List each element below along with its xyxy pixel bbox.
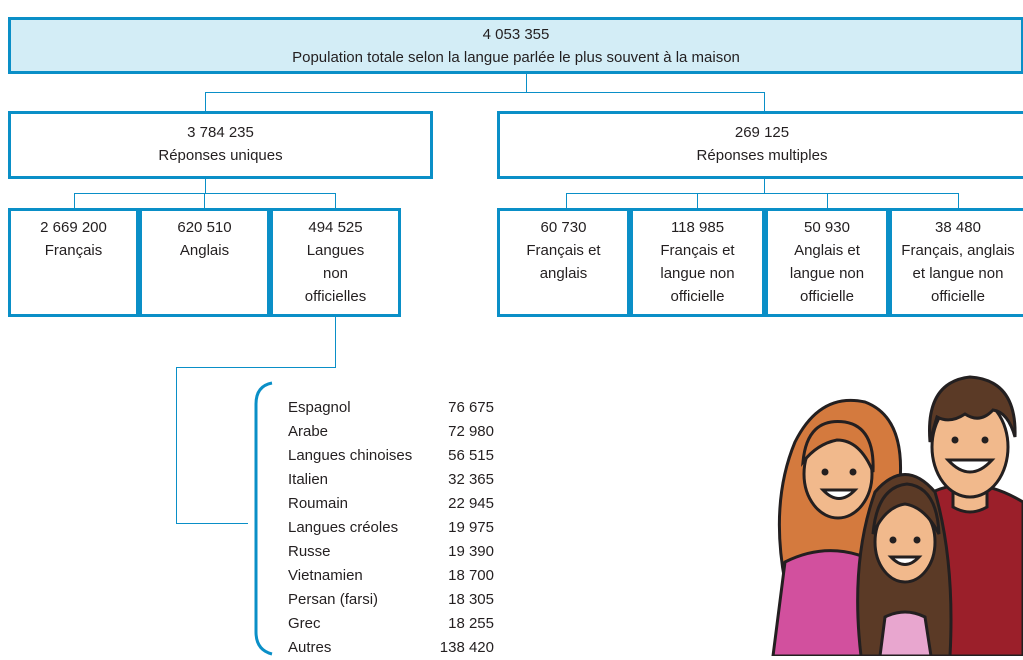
language-value: 32 365 bbox=[448, 471, 494, 488]
connector bbox=[827, 193, 828, 209]
french-non-official-box: 118 985 Français et langue non officiell… bbox=[630, 208, 765, 317]
language-value: 19 390 bbox=[448, 543, 494, 560]
connector bbox=[764, 178, 765, 194]
connector bbox=[204, 193, 205, 209]
multiple-responses-box: 269 125 Réponses multiples bbox=[497, 111, 1023, 179]
english-non-official-value: 50 930 bbox=[804, 219, 850, 236]
connector bbox=[764, 92, 765, 112]
english-box: 620 510 Anglais bbox=[139, 208, 270, 317]
multiple-value: 269 125 bbox=[734, 124, 790, 141]
non-official-value: 494 525 bbox=[308, 219, 363, 236]
connector bbox=[205, 178, 206, 194]
non-official-box: 494 525 Langues non officielles bbox=[270, 208, 401, 317]
language-name: Roumain bbox=[288, 495, 349, 512]
french-english-non-official-value: 38 480 bbox=[935, 219, 981, 236]
language-name: Langues créoles bbox=[288, 519, 399, 536]
language-value: 56 515 bbox=[448, 447, 494, 464]
language-name: Russe bbox=[288, 543, 331, 560]
list-item: Langues chinoises 56 515 bbox=[288, 444, 498, 468]
total-value: 4 053 355 bbox=[482, 26, 550, 43]
language-name: Espagnol bbox=[288, 399, 351, 416]
connector bbox=[566, 193, 959, 194]
french-non-official-value: 118 985 bbox=[670, 219, 725, 236]
language-name: Grec bbox=[288, 615, 321, 632]
language-value: 138 420 bbox=[439, 639, 494, 656]
total-population-box: 4 053 355 Population totale selon la lan… bbox=[8, 17, 1023, 74]
language-value: 76 675 bbox=[448, 399, 494, 416]
english-value: 620 510 bbox=[177, 219, 232, 236]
language-value: 22 945 bbox=[448, 495, 494, 512]
connector bbox=[74, 193, 336, 194]
girl-figure bbox=[856, 473, 953, 656]
connector bbox=[566, 193, 567, 209]
connector bbox=[335, 193, 336, 209]
french-english-non-official-label: Français, anglais et langue non officiel… bbox=[901, 242, 1015, 305]
french-english-label: Français et anglais bbox=[526, 242, 601, 282]
french-english-box: 60 730 Français et anglais bbox=[497, 208, 630, 317]
language-value: 72 980 bbox=[448, 423, 494, 440]
language-name: Autres bbox=[288, 639, 332, 656]
english-non-official-label: Anglais et langue non officielle bbox=[789, 242, 865, 305]
multiple-label: Réponses multiples bbox=[696, 147, 828, 164]
french-label: Français bbox=[44, 242, 103, 259]
list-item: Roumain 22 945 bbox=[288, 492, 498, 516]
french-english-value: 60 730 bbox=[540, 219, 587, 236]
connector bbox=[205, 92, 765, 93]
bracket bbox=[254, 381, 273, 656]
single-value: 3 784 235 bbox=[187, 124, 254, 141]
connector bbox=[176, 367, 336, 368]
connector bbox=[205, 92, 206, 112]
language-name: Persan (farsi) bbox=[288, 591, 379, 608]
list-item: Italien 32 365 bbox=[288, 468, 498, 492]
language-value: 18 700 bbox=[448, 567, 494, 584]
french-non-official-label: Français et langue non officielle bbox=[660, 242, 735, 305]
family-illustration bbox=[771, 375, 1023, 656]
language-name: Langues chinoises bbox=[288, 447, 413, 464]
connector bbox=[176, 367, 177, 524]
list-item: Grec 18 255 bbox=[288, 612, 498, 636]
connector bbox=[526, 73, 527, 93]
language-name: Vietnamien bbox=[288, 567, 363, 584]
french-english-non-official-box: 38 480 Français, anglais et langue non o… bbox=[889, 208, 1023, 317]
english-non-official-box: 50 930 Anglais et langue non officielle bbox=[765, 208, 889, 317]
french-box: 2 669 200 Français bbox=[8, 208, 139, 317]
connector bbox=[335, 316, 336, 368]
list-item: Espagnol 76 675 bbox=[288, 396, 498, 420]
list-item: Autres 138 420 bbox=[288, 636, 498, 660]
list-item: Russe 19 390 bbox=[288, 540, 498, 564]
language-name: Arabe bbox=[288, 423, 329, 440]
language-name: Italien bbox=[288, 471, 329, 488]
language-value: 18 255 bbox=[448, 615, 494, 632]
language-value: 19 975 bbox=[448, 519, 494, 536]
language-value: 18 305 bbox=[448, 591, 494, 608]
single-label: Réponses uniques bbox=[158, 147, 283, 164]
list-item: Langues créoles 19 975 bbox=[288, 516, 498, 540]
connector bbox=[176, 523, 248, 524]
list-item: Vietnamien 18 700 bbox=[288, 564, 498, 588]
list-item: Arabe 72 980 bbox=[288, 420, 498, 444]
language-list: Espagnol 76 675 Arabe 72 980 Langues chino… bbox=[288, 396, 498, 660]
english-label: Anglais bbox=[179, 242, 230, 259]
connector bbox=[958, 193, 959, 209]
connector bbox=[74, 193, 75, 209]
single-responses-box: 3 784 235 Réponses uniques bbox=[8, 111, 433, 179]
non-official-label: Langues non officielles bbox=[304, 242, 367, 305]
french-value: 2 669 200 bbox=[40, 219, 107, 236]
list-item: Persan (farsi) 18 305 bbox=[288, 588, 498, 612]
total-label: Population totale selon la langue parlée… bbox=[292, 49, 740, 66]
connector bbox=[697, 193, 698, 209]
